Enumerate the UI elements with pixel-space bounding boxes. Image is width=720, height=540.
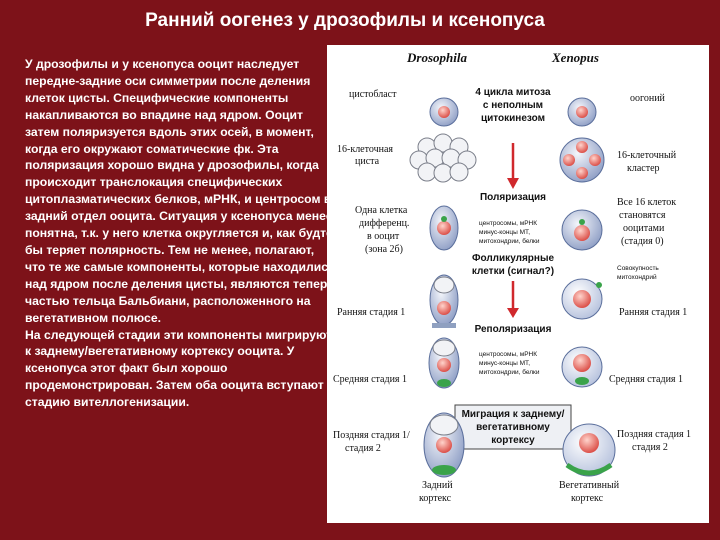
label-polarization: Поляризация — [480, 192, 546, 203]
oocyte-early-xenopus — [562, 279, 602, 319]
label-centrosomes-a-1: центросомы, мРНК — [479, 220, 537, 227]
label-cluster16-2: кластер — [627, 163, 660, 174]
oocyte-mid-xenopus — [562, 347, 602, 387]
label-all16-1: Все 16 клеток — [617, 197, 676, 208]
label-late-left-2: стадия 2 — [345, 443, 381, 454]
oocyte-early-drosophila — [430, 275, 458, 328]
oocyte-mid-drosophila — [429, 338, 459, 388]
oogenesis-figure: Drosophila Xenopus цистобласт 4 цикла ми… — [327, 45, 709, 523]
label-repolarization: Реполяризация — [475, 324, 552, 335]
arrow-mitosis-head — [507, 178, 519, 189]
label-migration-3: кортексу — [491, 435, 535, 446]
label-mitosis-1: 4 цикла митоза — [475, 87, 551, 98]
label-follicular-1: Фолликулярные — [472, 253, 555, 264]
label-cystoblast: цистобласт — [349, 89, 397, 100]
oogonium-cell — [568, 98, 596, 126]
label-mitosis-3: цитокинезом — [481, 113, 545, 124]
label-early-left: Ранняя стадия 1 — [337, 307, 405, 318]
cystoblast-cell — [430, 98, 458, 126]
label-cluster16-1: 16-клеточный — [617, 150, 677, 161]
oocyte-zone2b — [430, 206, 458, 250]
label-onecell-3: в ооцит — [367, 231, 400, 242]
label-mid-right: Средняя стадия 1 — [609, 374, 683, 385]
label-all16-4: (стадия 0) — [621, 236, 664, 247]
label-migration-2: вегетативному — [476, 422, 550, 433]
label-mitosis-2: с неполным — [483, 100, 543, 111]
label-late-right-1: Поздняя стадия 1 — [617, 429, 691, 440]
cluster16-cell — [560, 138, 604, 182]
label-vegetal-2: кортекс — [571, 493, 604, 504]
label-oogonium: оогоний — [630, 93, 666, 104]
label-centrosomes-b-3: митохондрии, белки — [479, 368, 540, 376]
oogenesis-diagram: Drosophila Xenopus цистобласт 4 цикла ми… — [327, 45, 709, 523]
label-posterior-2: кортекс — [419, 493, 452, 504]
column-header-xenopus: Xenopus — [551, 50, 599, 65]
body-paragraph-2: На следующей стадии эти компоненты мигри… — [25, 327, 337, 412]
label-vegetal-1: Вегетативный — [559, 480, 620, 491]
oocyte-late-xenopus — [563, 424, 615, 476]
label-all16-2: становятся — [619, 210, 666, 221]
cyst16-cluster — [410, 134, 476, 182]
oocyte-late-drosophila — [424, 413, 464, 477]
label-centrosomes-a-3: митохондрии, белки — [479, 237, 540, 245]
label-late-left-1: Поздняя стадия 1/ — [333, 430, 410, 441]
slide-title: Ранний оогенез у дрозофилы и ксенопуса — [0, 10, 690, 32]
label-cyst16-2: циста — [355, 156, 380, 167]
label-late-right-2: стадия 2 — [632, 442, 668, 453]
label-early-right: Ранняя стадия 1 — [619, 307, 687, 318]
label-onecell-4: (зона 2б) — [365, 244, 403, 255]
label-mito-aggr-1: Совокупность — [617, 265, 659, 272]
body-paragraph-1: У дрозофилы и у ксенопуса ооцит наследуе… — [25, 56, 337, 327]
label-centrosomes-b-1: центросомы, мРНК — [479, 351, 537, 358]
label-migration-1: Миграция к заднему/ — [462, 409, 565, 420]
label-onecell-2: дифференц. — [359, 218, 409, 229]
label-cyst16-1: 16-клеточная — [337, 144, 393, 155]
label-all16-3: ооцитами — [623, 223, 665, 234]
column-header-drosophila: Drosophila — [406, 50, 467, 65]
label-onecell-1: Одна клетка — [355, 205, 408, 216]
label-follicular-2: клетки (сигнал?) — [472, 266, 554, 277]
label-centrosomes-b-2: минус-концы МТ, — [479, 360, 530, 367]
oocyte-stage0-xenopus — [562, 210, 602, 250]
slide-body-text: У дрозофилы и у ксенопуса ооцит наследуе… — [25, 56, 337, 411]
label-mid-left: Средняя стадия 1 — [333, 374, 407, 385]
arrow-follicular-head — [507, 308, 519, 318]
label-centrosomes-a-2: минус-концы МТ, — [479, 229, 530, 236]
label-mito-aggr-2: митохондрий — [617, 273, 657, 281]
label-posterior-1: Задний — [422, 480, 453, 491]
